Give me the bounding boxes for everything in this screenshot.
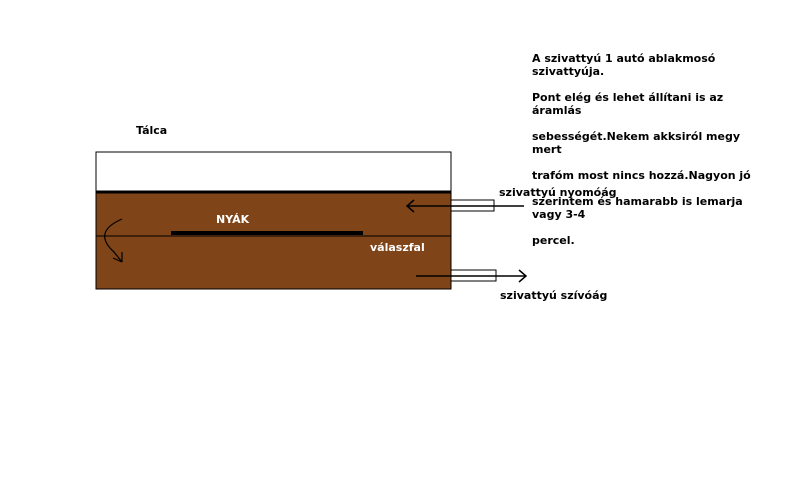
note-line: percel. xyxy=(532,234,575,247)
tray-top-area xyxy=(95,151,452,193)
note-line: trafóm most nincs hozzá.Nagyon jó xyxy=(532,169,751,182)
note-line: A szivattyú 1 autó ablakmosó szivattyúja… xyxy=(532,52,716,78)
suction-arrow xyxy=(416,269,528,283)
pressure-arrow xyxy=(405,199,524,213)
suction-side-label: szivattyú szívóág xyxy=(500,289,607,302)
pcb-label: NYÁK xyxy=(216,213,250,226)
note-line: szerintem és hamarabb is lemarja vagy 3-… xyxy=(532,195,743,221)
divider-label: válaszfal xyxy=(370,241,425,254)
flow-curve-arrow xyxy=(104,218,123,263)
pressure-side-label: szivattyú nyomóág xyxy=(499,186,617,199)
description-note: A szivattyú 1 autó ablakmosó szivattyúja… xyxy=(532,39,762,260)
pcb-board xyxy=(171,231,363,235)
note-line: Pont elég és lehet állítani is az áramlá… xyxy=(532,91,724,117)
tray-label: Tálca xyxy=(136,124,167,137)
etchant-liquid xyxy=(95,191,452,290)
note-line: sebességét.Nekem akksiról megy mert xyxy=(532,130,741,156)
